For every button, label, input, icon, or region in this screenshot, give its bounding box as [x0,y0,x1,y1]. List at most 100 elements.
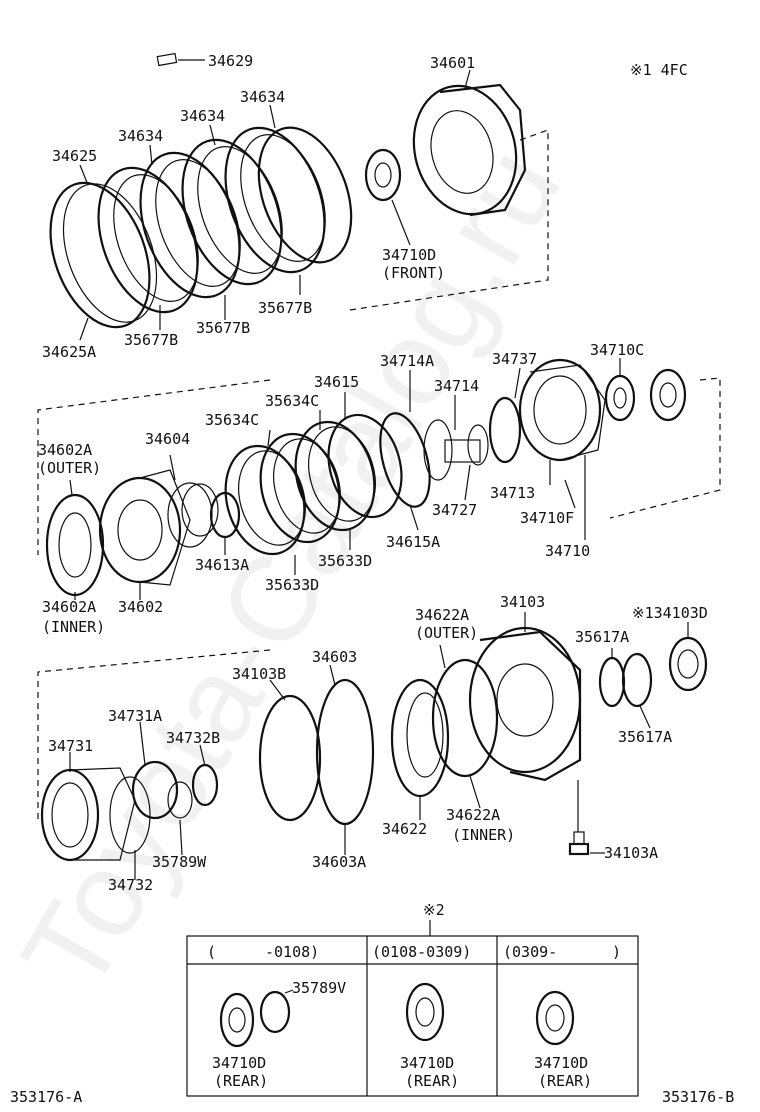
label-34710c: 34710C [590,341,644,359]
leaders-mid [69,358,621,600]
label-34601: 34601 [430,54,475,72]
clutch-pack-mid[interactable] [214,407,412,563]
label-34710d: 34710D [382,246,436,264]
seal-34602a[interactable] [45,493,105,597]
label-34731a: 34731A [108,707,162,725]
label-35633d-a: 35633D [318,552,372,570]
label-34103a: 34103A [604,844,658,862]
inset-table: ※2 ( -0108) 35789V 34710D (REAR) (0108-0… [186,901,639,1097]
gear-34714a[interactable] [423,419,453,481]
watermark: Toyota-Catalog.ru [0,126,586,1013]
label-34615a: 34615A [386,533,440,551]
snap-ring-34615a[interactable] [371,408,438,512]
dash-bracket-top [349,129,549,311]
shaft-34714[interactable] [444,424,489,466]
inset-col1-part-code: 35789V [292,979,346,997]
inset-col3-part-label: 34710D [534,1054,588,1072]
washer-35789w[interactable] [167,781,193,819]
label-35633d-b: 35633D [265,576,319,594]
rings-35617a[interactable] [598,652,653,708]
label-34602a-inner: 34602A [42,598,96,616]
label-34603: 34603 [312,648,357,666]
label-134103d: ※134103D [632,604,708,622]
race-34737[interactable] [488,396,522,464]
corner-note: ※1 4FC [630,61,688,79]
label-34602a-inner-sub: (INNER) [42,618,105,636]
label-35634c-a: 35634C [265,392,319,410]
inset-col1-header: -0108) [265,943,319,961]
pin-34629-icon[interactable] [156,52,178,67]
bearing-34710d-front[interactable] [364,148,402,202]
label-34622a-outer: 34622A [415,606,469,624]
drum-34601[interactable] [400,74,530,225]
snap-ring-34613a[interactable] [209,491,241,539]
label-35617a-a: 35617A [575,628,629,646]
piston-34622[interactable] [390,678,450,798]
band-34103b[interactable] [258,694,322,822]
code-bottom-left: 353176-A [10,1088,82,1106]
drum-34103[interactable] [468,626,582,782]
code-bottom-right: 353176-B [662,1088,734,1106]
inset-col3-header: (0309- [503,943,557,961]
leaders-top [79,69,471,341]
label-34634-b: 34634 [180,107,225,125]
label-35677b-c: 35677B [258,299,312,317]
bolt-34103a[interactable] [568,831,590,856]
label-35634c-b: 35634C [205,411,259,429]
label-34710d-front: (FRONT) [382,264,445,282]
label-34602a-outer-sub: (OUTER) [38,459,101,477]
clutch-pack-top[interactable] [32,114,368,341]
label-35677b-a: 35677B [124,331,178,349]
inset-col1-part-sub: (REAR) [214,1072,268,1090]
label-34714: 34714 [434,377,479,395]
label-34613a: 34613A [195,556,249,574]
gear-34732[interactable] [109,776,151,854]
part-labels: 34629 34601 ※1 4FC 34634 34634 34634 346… [38,52,708,894]
washer-134103d[interactable] [668,636,708,692]
inset-col3-header-close: ) [612,943,621,961]
label-34732: 34732 [108,876,153,894]
ring-34731a[interactable] [131,760,179,820]
inset-col1-header-open: ( [207,943,216,961]
label-34615: 34615 [314,373,359,391]
label-34710f: 34710F [520,509,574,527]
label-34103: 34103 [500,593,545,611]
label-34731: 34731 [48,737,93,755]
label-34710: 34710 [545,542,590,560]
bearing-note2[interactable] [649,368,687,422]
label-34622a-inner-sub: (INNER) [452,826,515,844]
label-34737: 34737 [492,350,537,368]
band-34603[interactable] [315,678,375,826]
label-34714a: 34714A [380,352,434,370]
dash-bracket-mid-left [37,379,271,555]
bearing-34710c[interactable] [604,374,636,422]
dash-bracket-low-left [37,649,271,820]
inset-col2-part-label: 34710D [400,1054,454,1072]
label-35789w: 35789W [152,853,207,871]
label-34604: 34604 [145,430,190,448]
label-34622a-inner: 34622A [446,806,500,824]
label-34103b: 34103B [232,665,286,683]
seal-34622a-outer[interactable] [431,658,499,778]
inset-col3-part-sub: (REAR) [538,1072,592,1090]
dash-bracket-mid-right [609,377,721,519]
inset-col1-part-label: 34710D [212,1054,266,1072]
label-34622a-outer-sub: (OUTER) [415,624,478,642]
label-35617a-b: 35617A [618,728,672,746]
label-34625: 34625 [52,147,97,165]
inset-title: ※2 [423,901,445,919]
inset-col3-bearing[interactable] [535,990,575,1046]
one-way-clutch-34710[interactable] [518,358,606,462]
label-34732b: 34732B [166,729,220,747]
piston-34602[interactable] [98,469,191,586]
leaders-low [69,612,689,880]
inset-col1-bearing[interactable] [219,989,294,1048]
label-34727: 34727 [432,501,477,519]
inset-col2-header: (0108-0309) [372,943,471,961]
label-34634-a: 34634 [240,88,285,106]
label-34634-c: 34634 [118,127,163,145]
inset-col2-bearing[interactable] [405,982,445,1042]
label-34603a: 34603A [312,853,366,871]
inset-col2-part-sub: (REAR) [405,1072,459,1090]
